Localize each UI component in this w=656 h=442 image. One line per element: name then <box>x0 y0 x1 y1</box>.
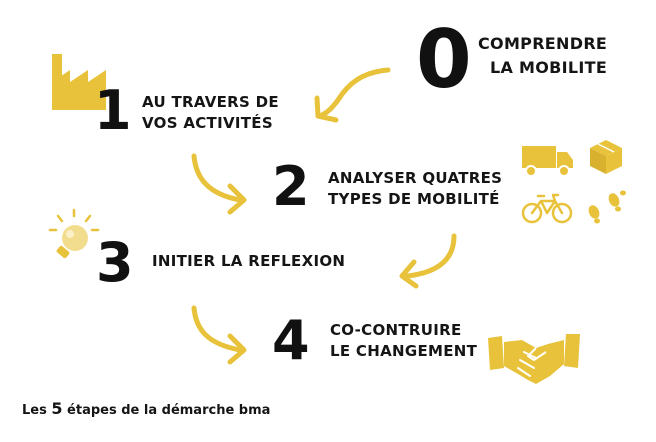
step-2-label-line-1: ANALYSER QUATRES <box>328 169 503 187</box>
step-0-number: 0 <box>416 13 472 106</box>
arrow-1-to-2 <box>191 153 247 215</box>
step-3-label-line-1: INITIER LA REFLEXION <box>152 252 346 270</box>
step-3-number: 3 <box>96 231 134 294</box>
handshake-icon <box>488 334 580 384</box>
step-0-label-line-1: COMPRENDRE <box>478 34 608 53</box>
footprints-icon <box>588 190 626 224</box>
caption: Les 5 étapes de la démarche bma <box>22 399 270 418</box>
caption-number: 5 <box>51 399 63 418</box>
arrow-2-to-3 <box>399 233 457 289</box>
step-0-label: COMPRENDRE LA MOBILITE <box>478 32 607 80</box>
arrow-3-to-4 <box>191 305 247 365</box>
lightbulb-icon <box>48 208 100 259</box>
step-1-number: 1 <box>94 79 132 142</box>
step-2-label-line-2: TYPES DE MOBILITÉ <box>328 190 500 208</box>
truck-icon <box>522 146 573 177</box>
step-4-label: CO-CONTRUIRE LE CHANGEMENT <box>330 320 477 362</box>
arrow-0-to-1 <box>314 67 391 123</box>
step-2-label: ANALYSER QUATRES TYPES DE MOBILITÉ <box>328 168 502 210</box>
step-1-label: AU TRAVERS DE VOS ACTIVITÉS <box>142 92 279 134</box>
step-4-number: 4 <box>272 309 310 372</box>
step-1-label-line-1: AU TRAVERS DE <box>142 93 279 111</box>
factory-icon <box>52 54 106 110</box>
caption-prefix: Les <box>22 403 47 418</box>
step-0-label-line-2: LA MOBILITE <box>490 58 608 77</box>
step-1-label-line-2: VOS ACTIVITÉS <box>142 114 273 132</box>
package-icon <box>590 140 622 174</box>
step-4-label-line-2: LE CHANGEMENT <box>330 342 478 360</box>
step-3-label: INITIER LA REFLEXION <box>152 251 345 272</box>
step-2-number: 2 <box>272 155 310 218</box>
bicycle-icon <box>521 193 573 224</box>
step-4-label-line-1: CO-CONTRUIRE <box>330 321 462 339</box>
caption-suffix: étapes de la démarche bma <box>67 403 271 418</box>
